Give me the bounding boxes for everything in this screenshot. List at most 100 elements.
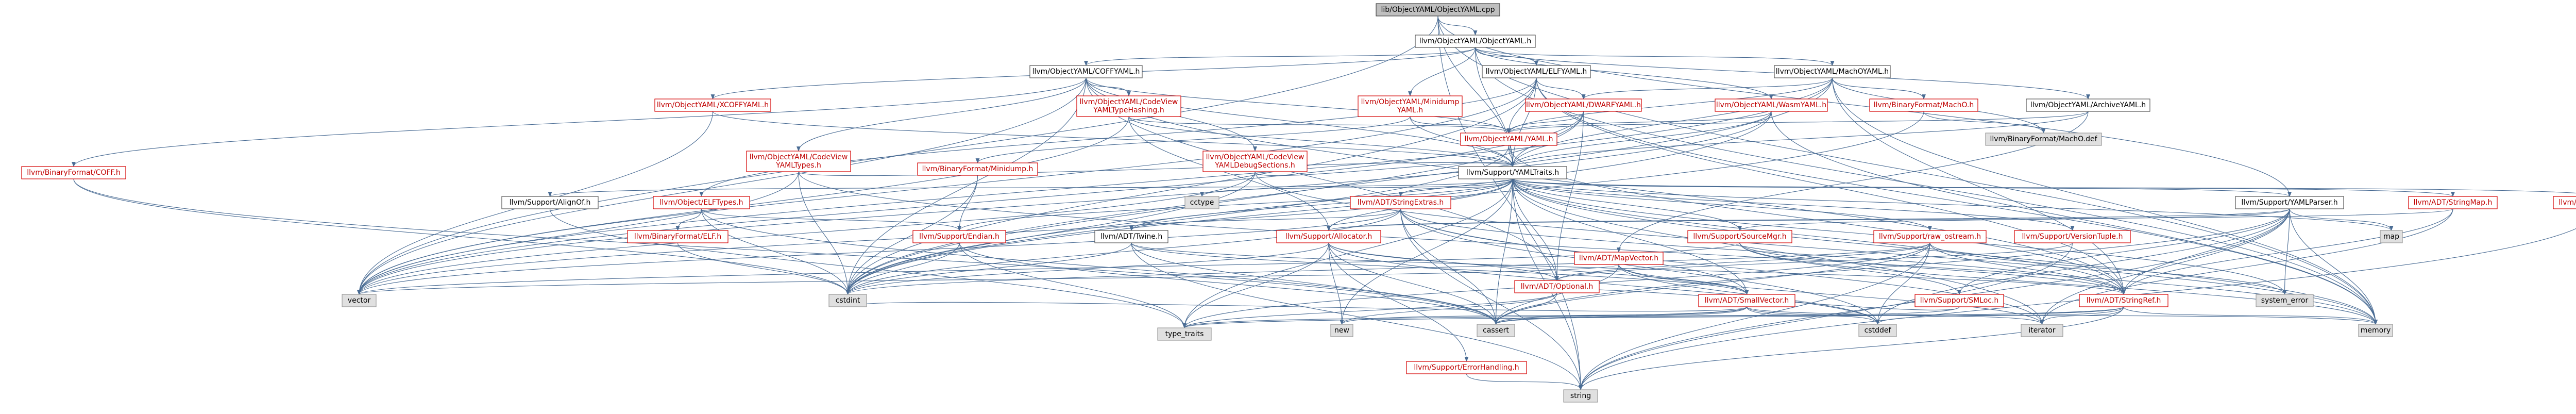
edge-yamlparser-h-to-sourcemgr-h <box>1738 208 2290 231</box>
edge-stringmap-h-to-stringref-h <box>2122 208 2453 295</box>
node-iterator[interactable]: iterator <box>2021 324 2063 337</box>
edge-allocator-h-to-type-traits <box>1182 242 1329 328</box>
edge-sourcemgr-h-to-smloc-h <box>1739 242 1961 295</box>
edge-allocator-h-to-cstdint <box>845 242 1329 295</box>
node-cvdebugsections-h[interactable]: llvm/ObjectYAML/CodeViewYAMLDebugSection… <box>1202 151 1308 172</box>
node-smloc-h[interactable]: llvm/Support/SMLoc.h <box>1914 294 2004 307</box>
node-alignof-h[interactable]: llvm/Support/AlignOf.h <box>501 196 599 209</box>
node-box <box>917 162 1038 176</box>
node-regex-h[interactable]: llvm/Support/Regex.h <box>2553 196 2576 209</box>
edge-yamltraits-h-to-cctype <box>1200 178 1513 197</box>
edge-stringextras-h-to-twine-h <box>1129 208 1401 231</box>
edge-machoyaml-h-to-memory <box>1832 77 2378 325</box>
node-machodef[interactable]: llvm/BinaryFormat/MachO.def <box>1985 133 2102 146</box>
node-label: llvm/Support/Endian.h <box>919 233 999 241</box>
edge-stringref-h-to-iterator <box>2040 306 2124 325</box>
node-box <box>2553 196 2576 209</box>
node-box <box>1914 294 2004 307</box>
node-new[interactable]: new <box>1330 324 1353 337</box>
node-label: llvm/Support/Allocator.h <box>1285 233 1372 241</box>
edge-rawostream-h-to-string <box>1579 242 1930 390</box>
node-elfyaml-h[interactable]: llvm/ObjectYAML/ELFYAML.h <box>1482 65 1591 78</box>
node-allocator-h[interactable]: llvm/Support/Allocator.h <box>1276 230 1381 243</box>
node-map[interactable]: map <box>2380 230 2403 243</box>
node-cstddef[interactable]: cstddef <box>1858 324 1897 337</box>
node-vector[interactable]: vector <box>342 294 377 307</box>
node-type-traits[interactable]: type_traits <box>1157 327 1212 341</box>
node-root[interactable]: lib/ObjectYAML/ObjectYAML.cpp <box>1376 3 1500 16</box>
node-machoyaml-h[interactable]: llvm/ObjectYAML/MachOYAML.h <box>1774 65 1891 78</box>
node-yamltraits-h[interactable]: llvm/Support/YAMLTraits.h <box>1458 166 1567 179</box>
node-optional-h[interactable]: llvm/ADT/Optional.h <box>1514 280 1600 293</box>
node-versiontuple-h[interactable]: llvm/Support/VersionTuple.h <box>2014 230 2131 243</box>
node-wasmyaml-h[interactable]: llvm/ObjectYAML/WasmYAML.h <box>1715 98 1828 112</box>
edge-yaml-h-to-yamltraits-h <box>1508 145 1515 167</box>
node-box <box>1525 98 1642 112</box>
edge-root-to-string <box>1437 15 1583 390</box>
node-smallvector-h[interactable]: llvm/ADT/SmallVector.h <box>1698 294 1795 307</box>
edge-endian-h-to-cstdint <box>845 242 960 295</box>
node-binfmt-coff-h[interactable]: llvm/BinaryFormat/COFF.h <box>21 166 126 179</box>
edge-yamlparser-h-to-iterator <box>2040 208 2290 325</box>
edge-yamlparser-h-to-stringref-h <box>2122 208 2290 295</box>
node-box <box>654 98 771 112</box>
node-box <box>21 166 126 179</box>
node-box <box>1184 196 1219 209</box>
node-box <box>1376 3 1500 16</box>
edge-stringextras-h-to-stringref-h <box>1400 208 2126 295</box>
edge-yamltraits-h-to-map <box>1512 178 2394 231</box>
node-cvtypehashing-h[interactable]: llvm/ObjectYAML/CodeViewYAMLTypeHashing.… <box>1076 95 1181 117</box>
node-elftypes-h[interactable]: llvm/Object/ELFTypes.h <box>653 196 750 209</box>
edge-machoyaml-h-to-yaml-h <box>1506 77 1833 134</box>
edge-coffyaml-h-to-cvtypes-h <box>796 77 1087 152</box>
edge-yamltraits-h-to-optional-h <box>1512 178 1559 281</box>
node-box <box>1873 230 1987 243</box>
node-system-error[interactable]: system_error <box>2256 294 2314 307</box>
node-errorhandling-h[interactable]: llvm/Support/ErrorHandling.h <box>1406 361 1527 374</box>
node-sourcemgr-h[interactable]: llvm/Support/SourceMgr.h <box>1687 230 1792 243</box>
node-dwarfyaml-h[interactable]: llvm/ObjectYAML/DWARFYAML.h <box>1525 98 1642 112</box>
edge-smallvector-h-to-type-traits <box>1182 306 1748 328</box>
node-mapvector-h[interactable]: llvm/ADT/MapVector.h <box>1574 252 1664 265</box>
node-rawostream-h[interactable]: llvm/Support/raw_ostream.h <box>1873 230 1987 243</box>
node-stringmap-h[interactable]: llvm/ADT/StringMap.h <box>2408 196 2498 209</box>
node-box <box>1157 327 1212 341</box>
edge-stringextras-h-to-string <box>1400 208 1583 390</box>
node-label: llvm/ObjectYAML/ArchiveYAML.h <box>2030 101 2146 109</box>
node-label: cstdint <box>836 296 860 305</box>
node-memory[interactable]: memory <box>2358 324 2393 337</box>
node-label: llvm/Support/YAMLParser.h <box>2241 198 2337 207</box>
node-cassert[interactable]: cassert <box>1477 324 1515 337</box>
edge-rawostream-h-to-stringref-h <box>1929 242 2126 295</box>
edge-endian-h-to-type-traits <box>959 242 1187 328</box>
node-endian-h[interactable]: llvm/Support/Endian.h <box>912 230 1006 243</box>
edge-yamltraits-h-to-stringref-h <box>1512 178 2126 295</box>
node-cstdint[interactable]: cstdint <box>828 294 867 307</box>
node-stringextras-h[interactable]: llvm/ADT/StringExtras.h <box>1350 196 1451 209</box>
node-twine-h[interactable]: llvm/ADT/Twine.h <box>1094 230 1168 243</box>
edge-alignof-h-to-type-traits <box>549 208 1187 328</box>
node-cctype[interactable]: cctype <box>1184 196 1219 209</box>
node-yaml-h[interactable]: llvm/ObjectYAML/YAML.h <box>1460 133 1557 146</box>
edge-elfyaml-h-to-stringref-h <box>1536 77 2126 295</box>
node-stringref-h[interactable]: llvm/ADT/StringRef.h <box>2079 294 2168 307</box>
node-binfmt-elf-h[interactable]: llvm/BinaryFormat/ELF.h <box>627 230 728 243</box>
edge-yamltraits-h-to-cassert <box>1494 178 1513 325</box>
node-box <box>2358 324 2393 337</box>
node-archiveyaml-h[interactable]: llvm/ObjectYAML/ArchiveYAML.h <box>2026 98 2150 112</box>
node-yamlparser-h[interactable]: llvm/Support/YAMLParser.h <box>2235 196 2344 209</box>
node-objectyaml-h[interactable]: llvm/ObjectYAML/ObjectYAML.h <box>1415 35 1536 48</box>
edge-elfyaml-h-to-yamltraits-h <box>1511 77 1537 167</box>
edge-twine-h-to-string <box>1131 242 1583 390</box>
node-machoh[interactable]: llvm/BinaryFormat/MachO.h <box>1869 98 1978 112</box>
node-label: llvm/ObjectYAML/ELFYAML.h <box>1486 68 1587 76</box>
node-label: YAML.h <box>1397 106 1423 114</box>
node-minidump-h[interactable]: llvm/BinaryFormat/Minidump.h <box>917 162 1038 176</box>
node-string[interactable]: string <box>1563 389 1598 403</box>
node-xcoffyaml-h[interactable]: llvm/ObjectYAML/XCOFFYAML.h <box>654 98 771 112</box>
node-box <box>1985 133 2102 146</box>
edge-elftypes-h-to-endian-h <box>701 208 961 231</box>
node-coffyaml-h[interactable]: llvm/ObjectYAML/COFFYAML.h <box>1029 65 1143 78</box>
